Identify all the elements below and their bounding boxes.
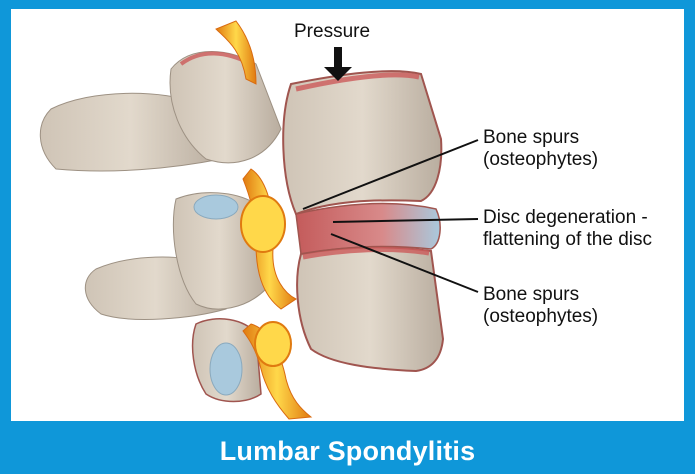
footer-title: Lumbar Spondylitis: [220, 436, 476, 467]
degenerated-disc: [296, 204, 440, 254]
bone-spurs-bottom-label: Bone spurs (osteophytes): [483, 284, 598, 328]
upper-facet-cartilage: [194, 195, 238, 219]
footer-banner: Lumbar Spondylitis: [0, 428, 695, 474]
illustration-panel: Pressure Bone spurs (osteophytes) Disc d…: [11, 9, 684, 421]
disc-degeneration-label: Disc degeneration - flattening of the di…: [483, 207, 652, 251]
disc-degeneration-line2: flattening of the disc: [483, 229, 652, 251]
bone-spurs-bottom-line2: (osteophytes): [483, 306, 598, 328]
pressure-label: Pressure: [294, 21, 370, 43]
lower-vertebral-body: [297, 247, 443, 371]
bone-spurs-top-label: Bone spurs (osteophytes): [483, 127, 598, 171]
upper-vertebral-body: [283, 71, 441, 214]
bone-spurs-top-line1: Bone spurs: [483, 127, 598, 149]
bone-spurs-bottom-line1: Bone spurs: [483, 284, 598, 306]
disc-degeneration-line1: Disc degeneration -: [483, 207, 652, 229]
lower-facet-cartilage: [210, 343, 242, 395]
bone-spurs-top-line2: (osteophytes): [483, 149, 598, 171]
